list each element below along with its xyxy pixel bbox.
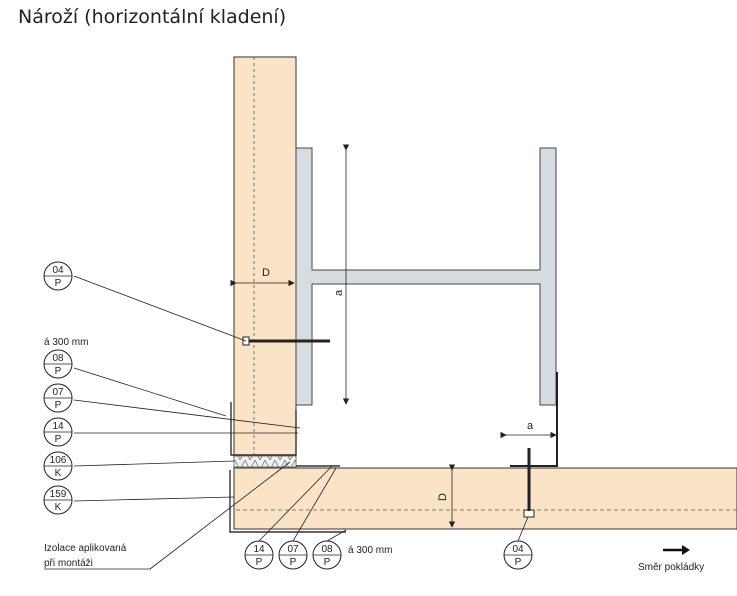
svg-text:07: 07 [287, 544, 299, 555]
svg-text:14: 14 [253, 544, 265, 555]
insulation-strip [233, 455, 297, 468]
direction-arrow-icon [663, 545, 690, 555]
svg-text:P: P [55, 278, 62, 289]
svg-text:P: P [256, 557, 263, 568]
callout-08-p-bottom: 08 P [312, 540, 342, 570]
callout-14-p-bottom: 14 P [244, 540, 274, 570]
svg-text:106: 106 [50, 455, 67, 466]
callout-04-p-left: 04 P [43, 261, 73, 291]
steel-h-beam [295, 147, 557, 406]
dimension-a-flange: a [527, 420, 534, 432]
insulation-note-line-1: Izolace aplikovaná [44, 543, 127, 554]
outer-corner-flashing [229, 470, 346, 533]
dimension-d-horizontal: D [437, 493, 449, 501]
spacing-label-left: á 300 mm [44, 337, 88, 348]
callout-04-p-bottom: 04 P [503, 540, 533, 570]
svg-text:P: P [55, 400, 62, 411]
dimension-a-beam-height: a [333, 289, 345, 296]
callout-07-p-bottom: 07 P [278, 540, 308, 570]
inner-corner-flashing [230, 402, 297, 456]
svg-text:08: 08 [52, 353, 64, 364]
svg-text:K: K [55, 502, 62, 513]
dimension-d-vertical: D [262, 267, 270, 279]
svg-text:14: 14 [52, 421, 64, 432]
svg-text:P: P [290, 557, 297, 568]
svg-text:P: P [324, 557, 331, 568]
insulation-note-line-2: při montáži [44, 558, 93, 569]
svg-text:04: 04 [512, 544, 524, 555]
vertical-panel [233, 56, 297, 458]
svg-text:04: 04 [52, 265, 64, 276]
callout-07-p-left: 07 P [43, 383, 73, 413]
svg-text:P: P [55, 366, 62, 377]
direction-label: Směr pokládky [638, 562, 704, 573]
svg-text:07: 07 [52, 387, 64, 398]
callout-14-p-left: 14 P [43, 417, 73, 447]
page-title: Nároží (horizontální kladení) [18, 6, 287, 28]
callout-106-k-left: 106 K [43, 451, 73, 481]
screw-fastener-horizontal [523, 448, 535, 518]
callout-08-p-left: 08 P [43, 349, 73, 379]
svg-text:P: P [515, 557, 522, 568]
svg-text:159: 159 [50, 489, 67, 500]
svg-text:K: K [55, 468, 62, 479]
beam-bracket [510, 372, 558, 467]
svg-text:08: 08 [321, 544, 333, 555]
horizontal-panel [233, 467, 737, 530]
callout-159-k-left: 159 K [43, 485, 73, 515]
spacing-label-bottom: á 300 mm [348, 545, 392, 556]
svg-text:P: P [55, 434, 62, 445]
